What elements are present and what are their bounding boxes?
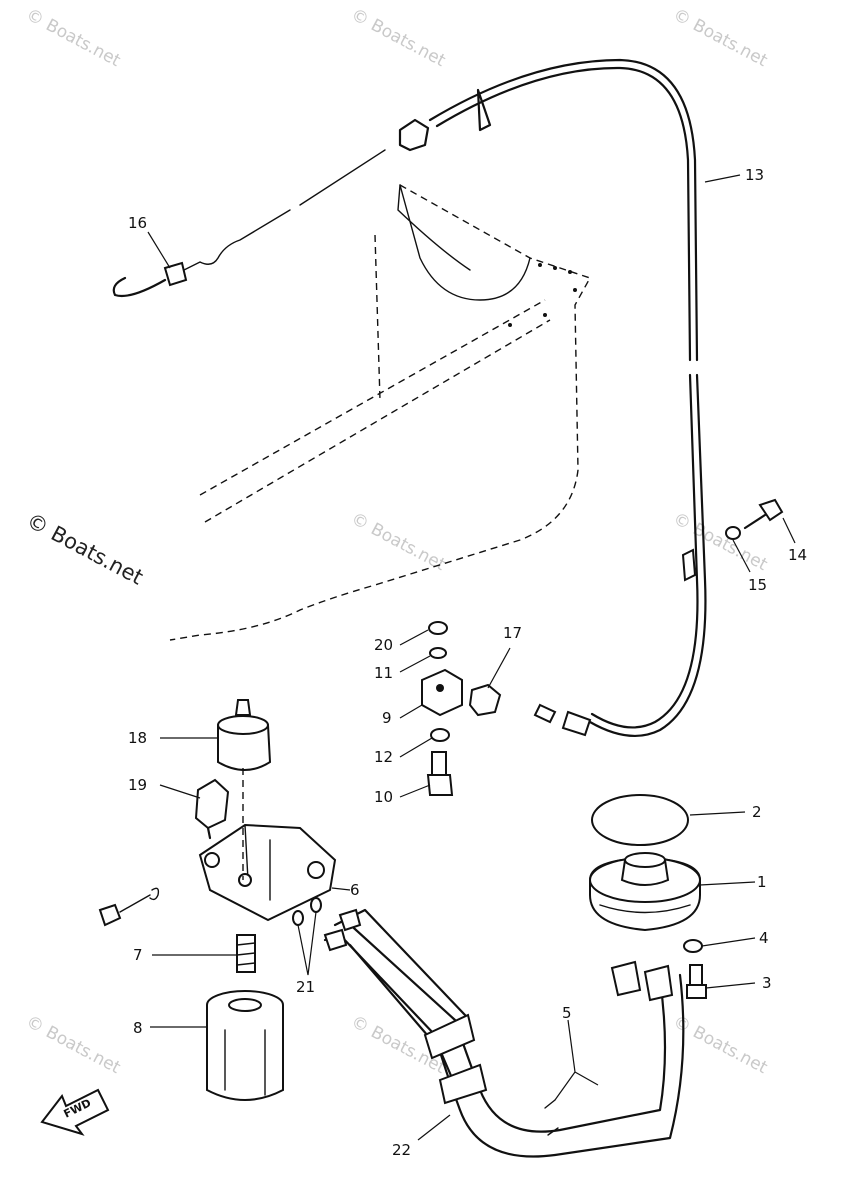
part-label: 15: [748, 576, 767, 594]
part-label: 1: [757, 873, 767, 891]
pipe-fitting: [533, 703, 592, 737]
oil-filter: [206, 990, 284, 1101]
oil-pipe: [428, 58, 707, 737]
watermark: © Boats.net: [670, 5, 771, 72]
part-label: 9: [382, 709, 392, 727]
part-label: 10: [374, 788, 393, 806]
watermark: © Boats.net: [23, 5, 124, 72]
part-label: 8: [133, 1019, 143, 1037]
oil-switch-assembly: [421, 621, 502, 796]
fwd-arrow-icon: FWD: [40, 1088, 110, 1136]
part-label: 22: [392, 1141, 411, 1159]
oil-hoses: [323, 908, 685, 1158]
part-label: 21: [296, 978, 315, 996]
part-label: 13: [745, 166, 764, 184]
part-label: 7: [133, 946, 143, 964]
watermark: © Boats.net: [23, 1012, 124, 1079]
washer: [683, 939, 703, 953]
part-label: 3: [762, 974, 772, 992]
part-label: 18: [128, 729, 147, 747]
watermark: © Boats.net: [348, 509, 449, 576]
watermark: © Boats.net: [670, 1012, 771, 1079]
dipstick: [112, 118, 430, 298]
pressure-sender: [217, 699, 272, 771]
large-o-ring: [591, 794, 689, 846]
stud: [236, 934, 256, 973]
bolt-washer: [725, 498, 784, 540]
part-label: 11: [374, 664, 393, 682]
adapter-bolt: [686, 964, 707, 999]
watermark: © Boats.net: [348, 5, 449, 72]
oil-switch: [194, 778, 230, 840]
part-label: 12: [374, 748, 393, 766]
part-label: 5: [562, 1004, 572, 1022]
engine-block-outline: [169, 184, 592, 641]
part-label: 20: [374, 636, 393, 654]
part-label: 4: [759, 929, 769, 947]
part-label: 6: [350, 881, 360, 899]
part-label: 19: [128, 776, 147, 794]
part-label: 17: [503, 624, 522, 642]
filter-bracket: [198, 768, 337, 922]
filter-adapter: [589, 852, 701, 932]
mounting-bolt: [98, 887, 160, 927]
part-label: 16: [128, 214, 147, 232]
leader-lines: [147, 174, 796, 1141]
part-label: 2: [752, 803, 762, 821]
part-labels: 1 2 3 4 5 6 7 8 9 10 11 12 13 14 15 16 1…: [128, 166, 807, 1159]
part-label: 14: [788, 546, 807, 564]
watermark-main: © Boats.net: [23, 508, 147, 589]
